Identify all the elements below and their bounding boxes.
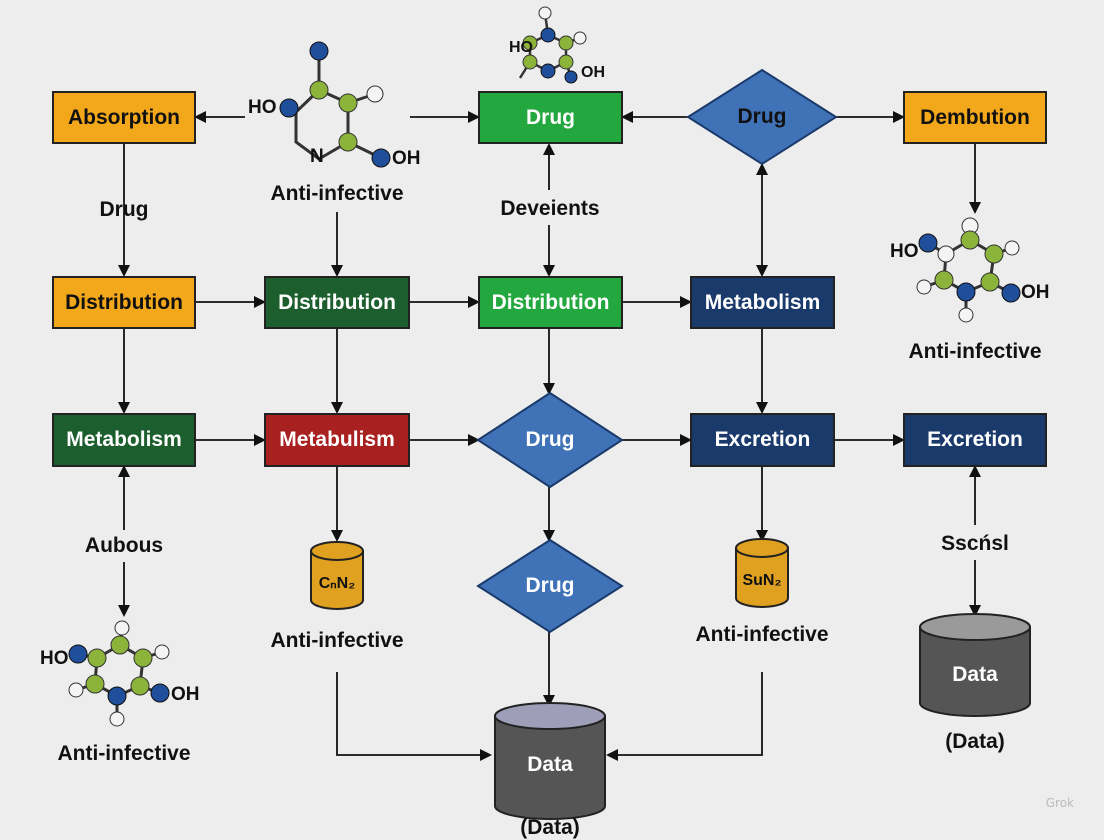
- mol-top-n: N: [310, 146, 324, 167]
- drug-side-label: Drug: [99, 198, 149, 221]
- distribution-box-2: Distribution: [264, 276, 410, 329]
- cylinder-cn2: [310, 541, 364, 610]
- cylinder-cn2-label: CₙN₂: [318, 575, 356, 592]
- data-paren-right-label: (Data): [945, 730, 1005, 753]
- metabulism-label: Metabulism: [279, 428, 395, 451]
- diamond-drug-center-label: Drug: [525, 428, 575, 451]
- excretion-box-2: Excretion: [903, 413, 1047, 467]
- metabolism-label: Metabolism: [704, 290, 821, 314]
- data-right-label: Data: [952, 663, 998, 686]
- dembution-box: Dembution: [903, 91, 1047, 144]
- atom: [338, 93, 358, 113]
- anti-infective-top-label: Anti-infective: [270, 182, 404, 205]
- atom: [309, 80, 329, 100]
- mol-bottom-left-oh: OH: [171, 684, 200, 705]
- anti-infective-bottom-left-label: Anti-infective: [57, 742, 191, 765]
- mol-bottom-left-ho: HO: [40, 648, 69, 669]
- mol-right-oh: OH: [1021, 282, 1050, 303]
- mol-top-oh: OH: [392, 148, 421, 169]
- watermark: Grok: [1045, 796, 1074, 810]
- data-paren-bottom-label: (Data): [520, 816, 580, 839]
- molecule-top: [294, 51, 382, 161]
- absorption-label: Absorption: [68, 105, 180, 129]
- distribution-box-1: Distribution: [52, 276, 196, 329]
- distribution-label: Distribution: [278, 290, 396, 314]
- anti-infective-mid-left-label: Anti-infective: [270, 629, 404, 652]
- drug-box: Drug: [478, 91, 623, 144]
- diamond-drug-center: [476, 391, 624, 489]
- molecule-right-atoms: [916, 217, 1021, 323]
- distribution-box-3: Distribution: [478, 276, 623, 329]
- atom: [279, 98, 299, 118]
- metabolism-box-row3: Metabolism: [52, 413, 196, 467]
- dembution-label: Dembution: [920, 105, 1030, 129]
- excretion-label: Excretion: [714, 428, 811, 451]
- data-center-label: Data: [527, 753, 573, 776]
- cylinder-data-center: [494, 702, 606, 820]
- diamond-drug-top-right: [686, 68, 838, 166]
- mol-top-ho: HO: [248, 97, 277, 118]
- atom: [338, 132, 358, 152]
- excretion-box-1: Excretion: [690, 413, 835, 467]
- diamond-drug-lower: [476, 538, 624, 634]
- deveients-label: Deveients: [500, 197, 600, 220]
- metabolism-label: Metabolism: [66, 428, 182, 451]
- diamond-drug-lower-label: Drug: [525, 574, 575, 597]
- aubous-label: Aubous: [84, 534, 164, 557]
- excretion-label: Excretion: [927, 428, 1023, 451]
- atom: [371, 148, 391, 168]
- mol-top-center-ho: HO: [509, 39, 533, 56]
- metabulism-box: Metabulism: [264, 413, 410, 467]
- metabolism-box-row2: Metabolism: [690, 276, 835, 329]
- molecule-top-atoms: [279, 41, 391, 168]
- cylinder-sun2-label: SuN₂: [742, 572, 782, 589]
- diamond-drug-top-right-label: Drug: [737, 105, 787, 128]
- arrow-left-into-data: [336, 672, 492, 761]
- distribution-label: Distribution: [65, 290, 183, 314]
- drug-box-label: Drug: [526, 105, 575, 129]
- anti-infective-right-label: Anti-infective: [908, 340, 1042, 363]
- molecule-top-center-atoms: [522, 6, 587, 84]
- diamonds: [476, 68, 838, 634]
- mol-right-ho: HO: [890, 241, 919, 262]
- cylinder-sun2: [735, 538, 789, 608]
- distribution-label: Distribution: [491, 290, 610, 314]
- connectors: [118, 111, 981, 761]
- mol-top-center-oh: OH: [581, 64, 605, 81]
- atom: [366, 85, 384, 103]
- atom: [309, 41, 329, 61]
- absorption-box: Absorption: [52, 91, 196, 144]
- sscnsl-label: Sscńsl: [941, 532, 1009, 555]
- cylinders: [310, 538, 1031, 820]
- cylinder-data-right: [919, 613, 1031, 717]
- molecule-bottom-left-atoms: [68, 620, 170, 727]
- anti-infective-mid-right-label: Anti-infective: [695, 623, 829, 646]
- arrow-right-into-data: [606, 672, 763, 761]
